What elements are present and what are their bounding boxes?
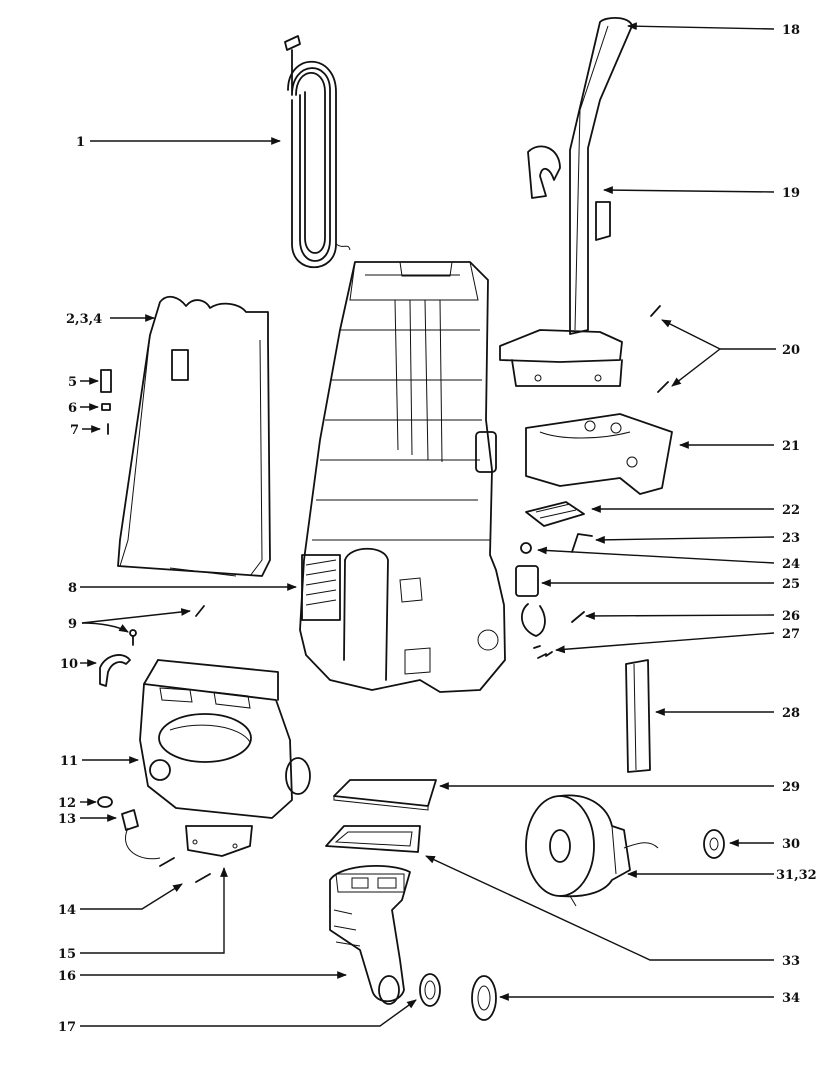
callout-19: 19 <box>782 186 800 201</box>
callout-33: 33 <box>782 954 800 969</box>
callout-29: 29 <box>782 780 800 795</box>
callout-13: 13 <box>58 812 76 827</box>
callout-8: 8 <box>68 581 77 596</box>
callout-10: 10 <box>60 657 78 672</box>
callout-20: 20 <box>782 343 800 358</box>
callout-6: 6 <box>68 401 77 416</box>
leader-lines <box>80 22 776 1027</box>
part-main-housing <box>299 261 506 693</box>
callout-2-3-4: 2,3,4 <box>66 312 102 327</box>
callout-7: 7 <box>70 423 79 438</box>
callout-28: 28 <box>782 706 800 721</box>
part-filter <box>333 779 437 811</box>
part-power-cord <box>284 35 351 268</box>
part-small-lower-left <box>97 796 253 883</box>
part-small-right-group <box>515 501 593 659</box>
part-screws-20 <box>650 305 669 393</box>
callout-31-32: 31,32 <box>776 868 817 883</box>
callout-17: 17 <box>58 1020 76 1035</box>
part-clip-10 <box>99 654 131 687</box>
callout-18: 18 <box>782 23 800 38</box>
callout-25: 25 <box>782 577 800 592</box>
callout-22: 22 <box>782 503 800 518</box>
callout-1: 1 <box>76 135 85 150</box>
callout-24: 24 <box>782 557 800 572</box>
callout-27: 27 <box>782 627 800 642</box>
callout-5: 5 <box>68 375 77 390</box>
callout-11: 11 <box>60 754 78 769</box>
part-screws-9 <box>129 605 205 646</box>
callout-21: 21 <box>782 439 800 454</box>
part-top-housing <box>525 413 673 495</box>
callout-34: 34 <box>782 991 800 1006</box>
callout-26: 26 <box>782 609 800 624</box>
part-handle <box>499 17 633 387</box>
part-bearing <box>703 829 725 859</box>
callout-23: 23 <box>782 531 800 546</box>
callout-30: 30 <box>782 837 800 852</box>
callout-9: 9 <box>68 617 77 632</box>
part-nozzle-housing <box>139 659 311 819</box>
callout-labels: 1 2,3,4 5 6 7 8 9 10 11 12 13 14 15 16 1… <box>58 23 817 1035</box>
part-seal-rings <box>419 973 497 1021</box>
part-motor <box>525 794 659 907</box>
part-front-cover <box>117 295 271 577</box>
part-brush-strip <box>625 659 651 773</box>
callout-12: 12 <box>58 796 76 811</box>
callout-15: 15 <box>58 947 76 962</box>
part-bag-holder <box>329 864 411 1005</box>
part-filter-frame <box>325 825 421 853</box>
callout-14: 14 <box>58 903 76 918</box>
callout-16: 16 <box>58 969 76 984</box>
part-latch-small <box>100 369 112 435</box>
